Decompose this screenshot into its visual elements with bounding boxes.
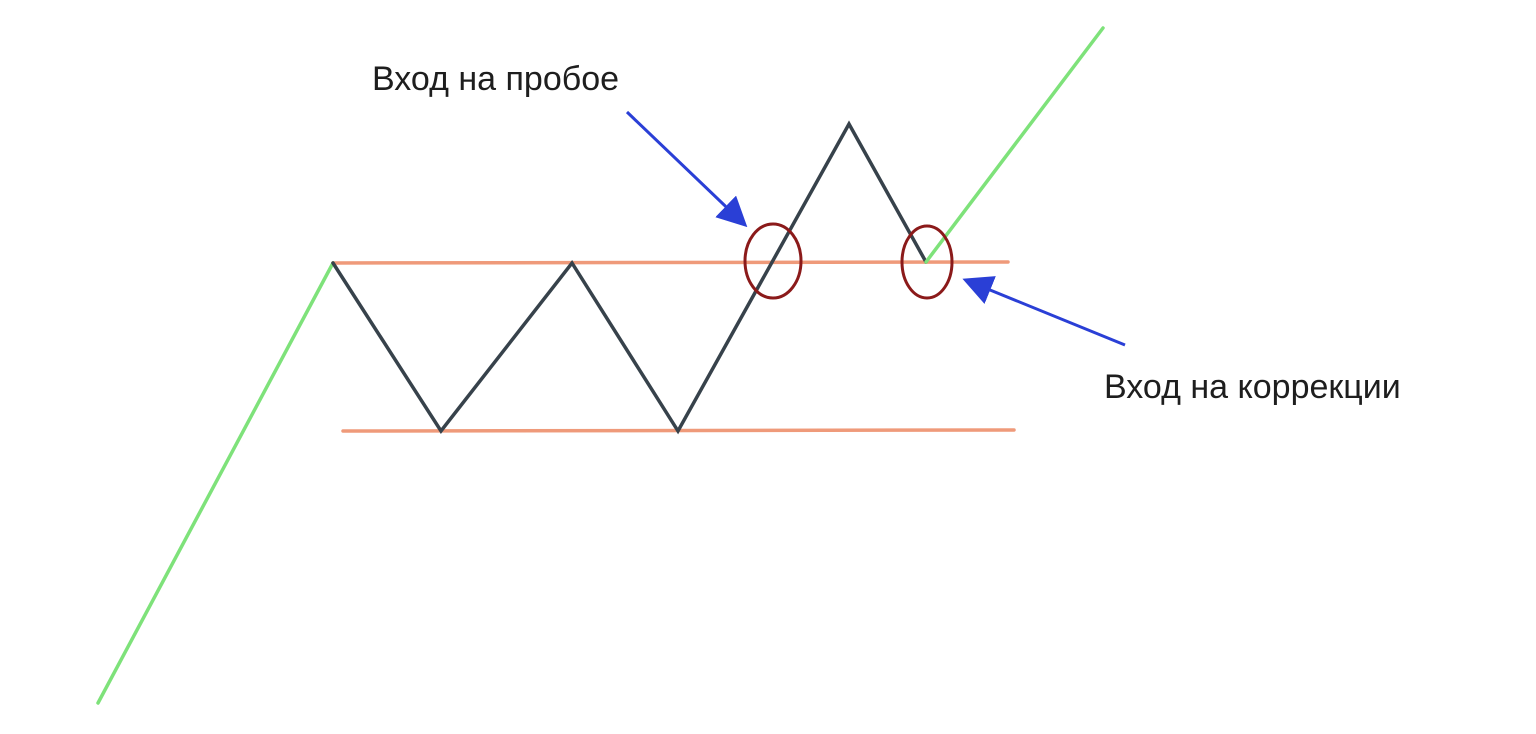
resistance-level-line: [331, 260, 1010, 265]
correction-entry-arrow: [962, 276, 1126, 347]
range-price-zigzag: [331, 120, 928, 435]
uptrend-line-before-range: [96, 261, 335, 705]
correction-entry-marker: [900, 224, 954, 300]
uptrend-line-after-correction: [924, 26, 1105, 264]
correction-entry-label: Вход на коррекции: [1104, 368, 1401, 406]
breakout-entry-arrow: [625, 110, 748, 228]
breakout-entry-marker: [743, 222, 803, 300]
breakout-entry-label: Вход на пробое: [372, 60, 619, 98]
